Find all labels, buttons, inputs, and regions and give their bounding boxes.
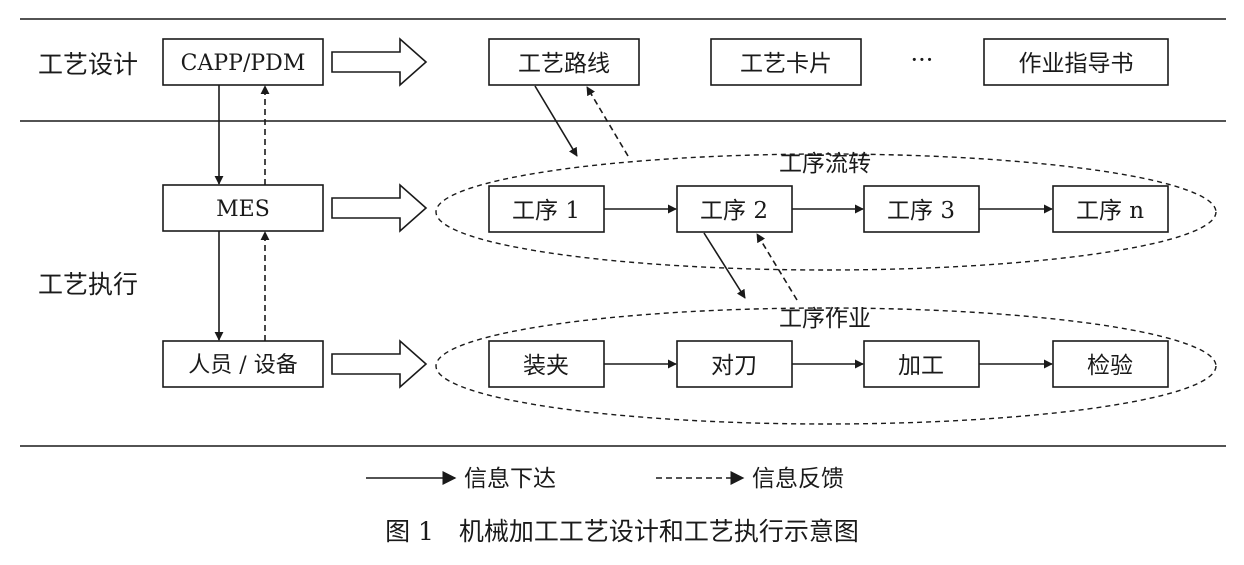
- work-guide-box: [983, 38, 1169, 86]
- flow-step-2-box: [676, 185, 793, 233]
- mes-label: MES: [216, 197, 270, 222]
- arrow-flow-to-route-feedback: [586, 86, 629, 157]
- arrow-route-to-flow: [534, 85, 578, 157]
- block-arrow-mes: [331, 183, 428, 233]
- legend-solid-label: 信息下达: [464, 466, 556, 492]
- mes-box: [162, 184, 324, 232]
- arrow-step2-to-work: [703, 232, 746, 299]
- people-equipment-box: [162, 340, 324, 388]
- flow-step-n-label: 工序 n: [1076, 198, 1144, 224]
- row-label-execution: 工艺执行: [38, 270, 138, 299]
- arrow-work-to-step2-feedback: [756, 233, 798, 301]
- work-step-clamping-label: 装夹: [523, 353, 569, 379]
- work-step-clamping-box: [488, 340, 605, 388]
- process-card-box: [710, 38, 862, 86]
- process-work-title: 工序作业: [779, 306, 871, 332]
- figure-caption: 图 1 机械加工工艺设计和工艺执行示意图: [385, 517, 859, 546]
- more-ellipsis: ···: [911, 46, 934, 74]
- work-step-machining-label: 加工: [898, 353, 944, 379]
- people-equipment-label: 人员 / 设备: [188, 353, 297, 378]
- process-work-ellipse: [435, 307, 1217, 425]
- legend-dashed-label: 信息反馈: [752, 466, 844, 492]
- block-arrow-capp: [331, 37, 428, 87]
- work-step-inspection-label: 检验: [1087, 353, 1133, 379]
- row-label-design: 工艺设计: [38, 50, 138, 79]
- work-step-inspection-box: [1052, 340, 1169, 388]
- process-flow-ellipse: [435, 153, 1217, 271]
- flow-step-2-label: 工序 2: [700, 198, 768, 224]
- flow-step-3-box: [863, 185, 980, 233]
- process-route-box: [488, 38, 640, 86]
- capp-pdm-label: CAPP/PDM: [181, 51, 306, 76]
- work-guide-label: 作业指导书: [1019, 51, 1134, 77]
- capp-pdm-box: [162, 38, 324, 86]
- flow-step-1-label: 工序 1: [512, 198, 580, 224]
- flow-step-n-box: [1052, 185, 1169, 233]
- process-card-label: 工艺卡片: [740, 51, 832, 77]
- block-arrow-people: [331, 339, 428, 389]
- process-flow-title: 工序流转: [779, 151, 871, 177]
- work-step-tool-setting-label: 对刀: [711, 353, 757, 379]
- work-step-machining-box: [863, 340, 980, 388]
- process-route-label: 工艺路线: [518, 51, 610, 77]
- flow-step-3-label: 工序 3: [887, 198, 955, 224]
